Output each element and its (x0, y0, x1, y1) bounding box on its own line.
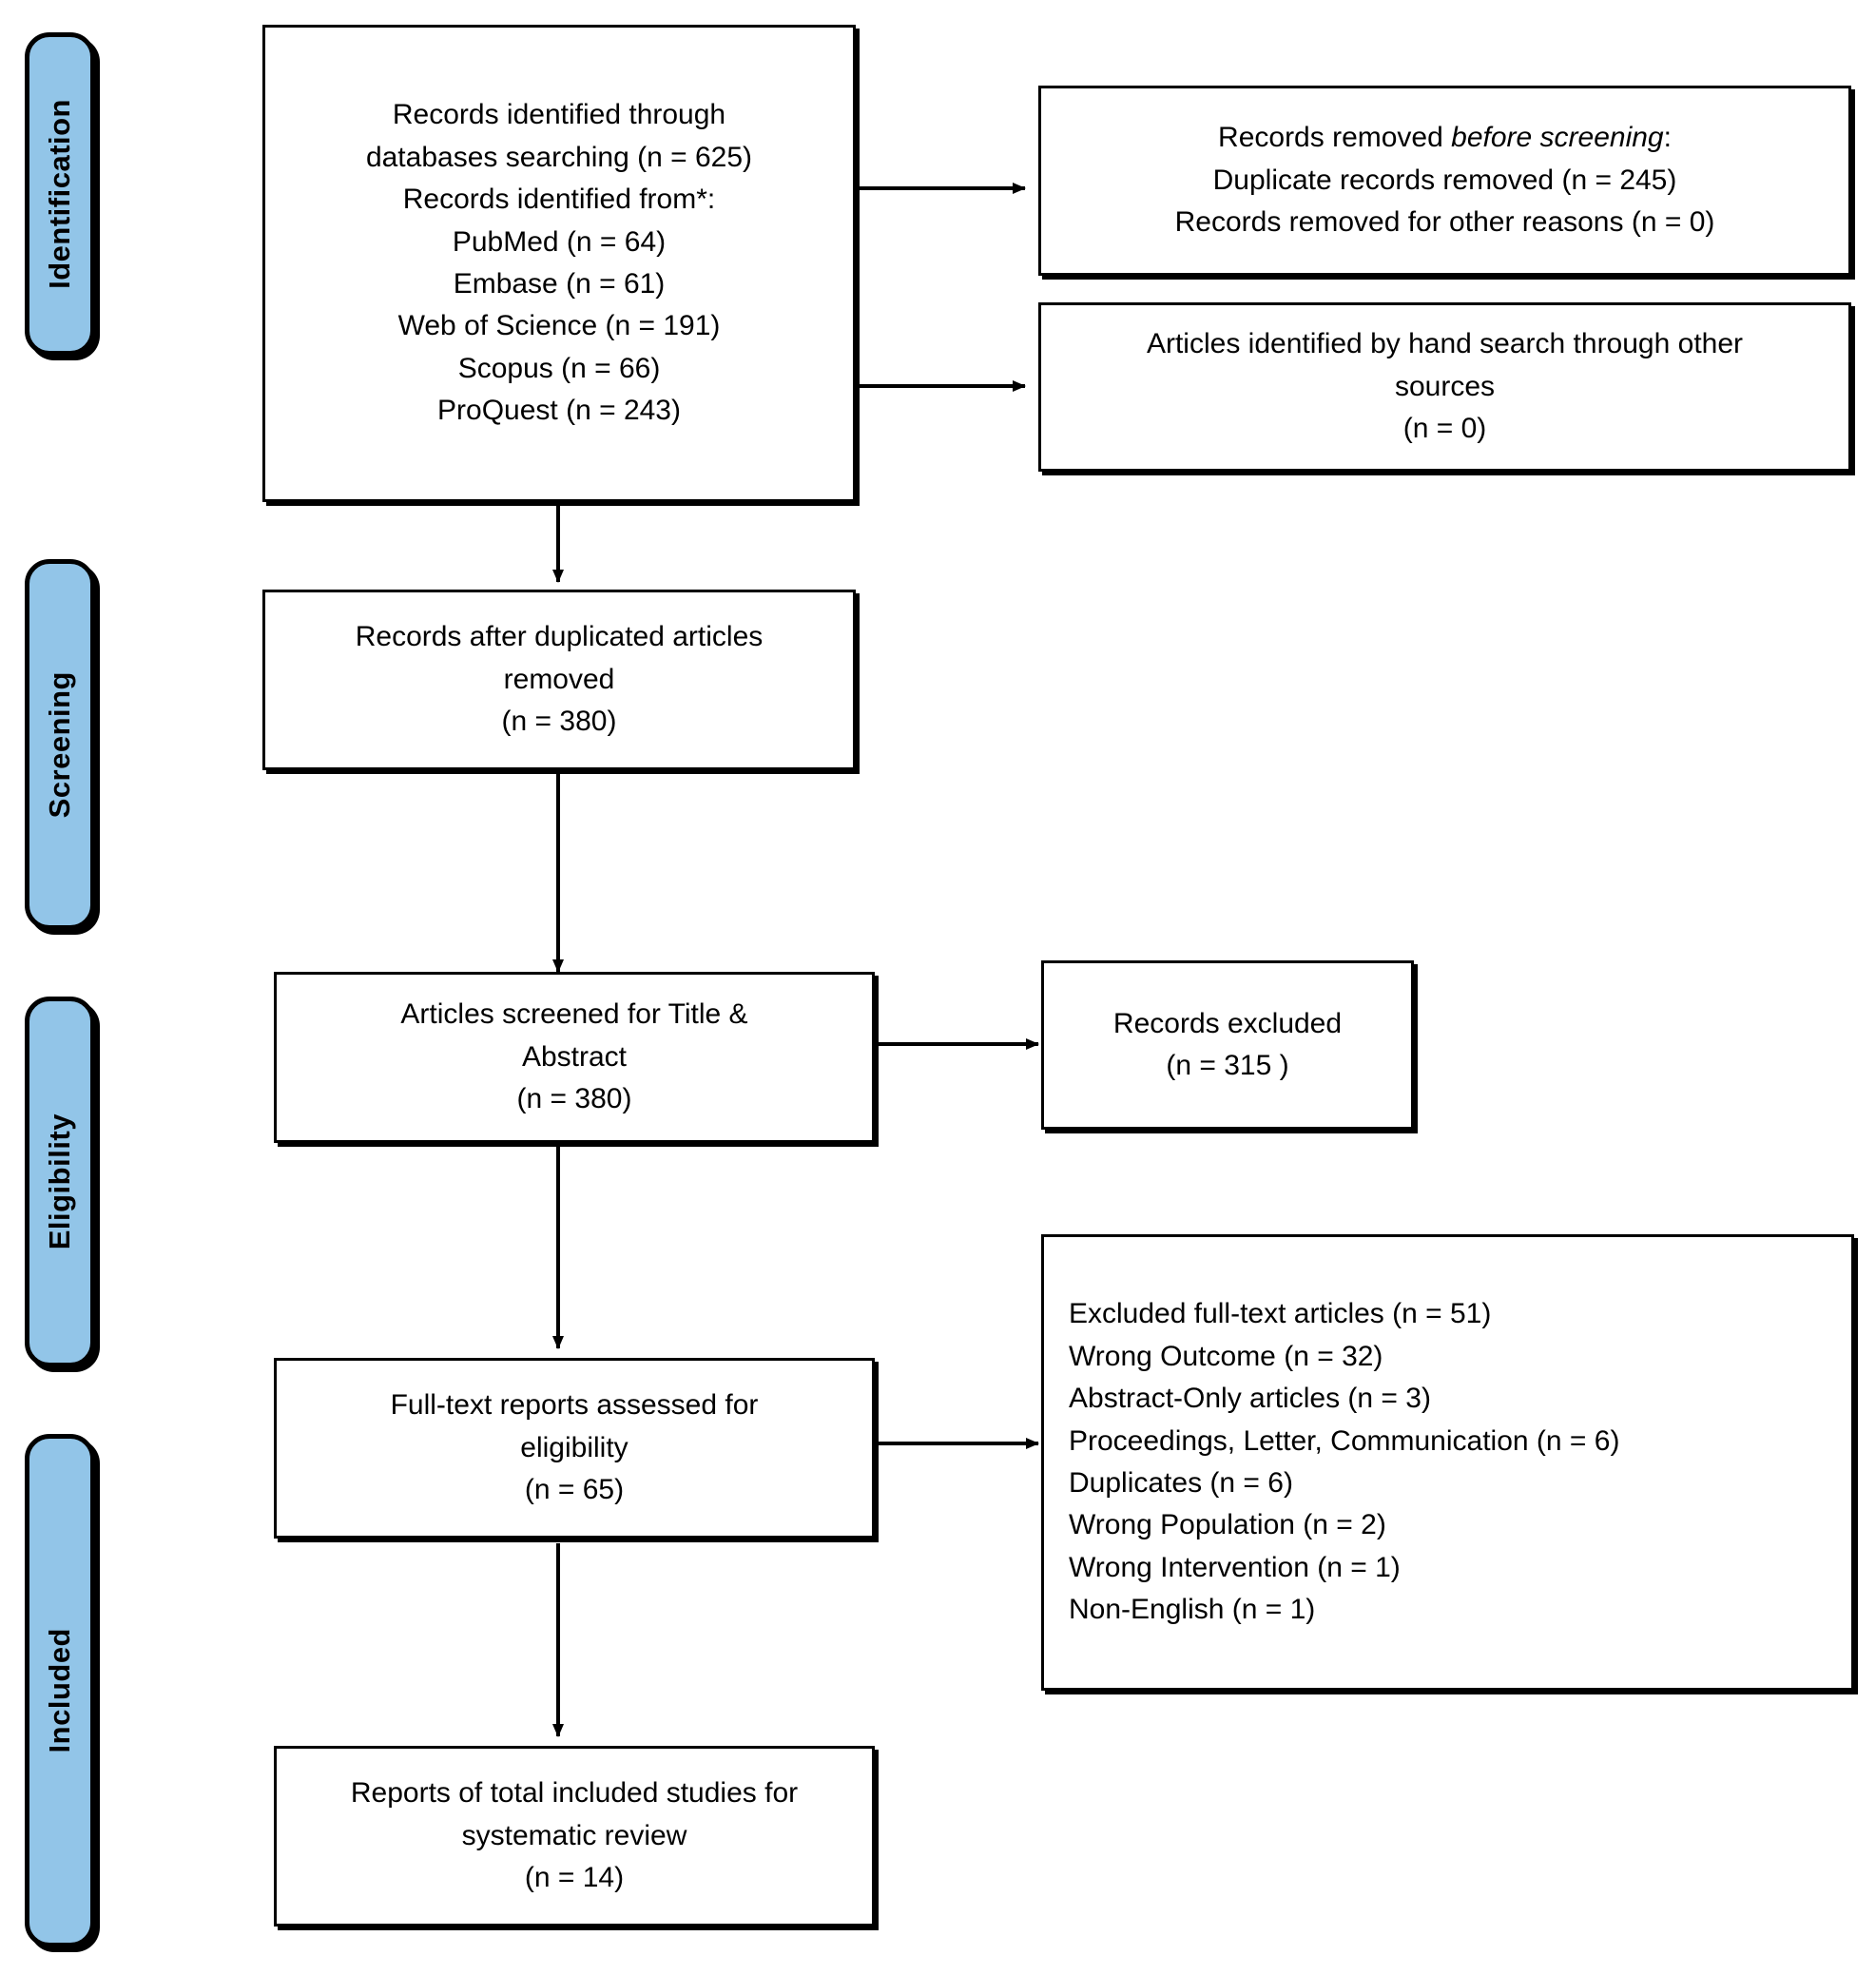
box-line: (n = 380) (501, 706, 617, 738)
excluded-reason: Duplicates (n = 6) (1069, 1467, 1293, 1499)
box-records-excluded: Records excluded (n = 315 ) (1041, 960, 1414, 1130)
box-line: (n = 380) (516, 1083, 632, 1115)
phase-identification-label: Identification (43, 99, 76, 289)
phase-screening-label: Screening (43, 670, 76, 819)
box-line: removed (503, 663, 615, 695)
box-line: Web of Science (n = 191) (397, 310, 721, 342)
box-line: (n = 65) (524, 1474, 625, 1506)
box-line: Records identified through (392, 99, 726, 131)
excluded-reason: Abstract-Only articles (n = 3) (1069, 1383, 1431, 1415)
box-line: sources (1394, 370, 1496, 402)
box-full-text-reports-assessed: Full-text reports assessed for eligibili… (274, 1358, 875, 1539)
box-line: Articles identified by hand search throu… (1146, 328, 1744, 360)
box-line: systematic review (461, 1819, 687, 1851)
box-line: Embase (n = 61) (453, 268, 666, 300)
box-articles-hand-search: Articles identified by hand search throu… (1038, 302, 1851, 472)
box-line: Duplicate records removed (n = 245) (1212, 164, 1677, 196)
box-line: eligibility (520, 1431, 629, 1463)
box-line: Records excluded (1112, 1007, 1343, 1039)
box-line: (n = 14) (524, 1862, 625, 1894)
phase-included: Included (25, 1434, 95, 1947)
box-line: Articles screened for Title & (400, 998, 748, 1031)
box-line: Scopus (n = 66) (457, 352, 661, 384)
box-line: Abstract (521, 1040, 628, 1073)
excluded-reason: Wrong Population (n = 2) (1069, 1509, 1386, 1541)
box-line: (n = 315 ) (1166, 1050, 1289, 1081)
box-line: Reports of total included studies for (350, 1777, 799, 1810)
removed-prefix: Records removed (1218, 122, 1452, 154)
box-line-heading: Records removed before screening: (1218, 117, 1672, 159)
removed-suffix: : (1663, 122, 1672, 154)
box-reports-total-included-studies: Reports of total included studies for sy… (274, 1746, 875, 1927)
box-records-removed-before-screening: Records removed before screening: Duplic… (1038, 86, 1851, 276)
box-line: (n = 0) (1402, 413, 1487, 445)
excluded-reason: Proceedings, Letter, Communication (n = … (1069, 1424, 1620, 1457)
box-line: Records identified from*: (402, 184, 716, 216)
excluded-heading: Excluded full-text articles (n = 51) (1069, 1298, 1492, 1330)
phase-included-label: Included (43, 1628, 76, 1753)
box-line: databases searching (n = 625) (365, 141, 753, 173)
box-line: Records removed for other reasons (n = 0… (1174, 206, 1715, 239)
box-records-after-duplicates-removed: Records after duplicated articles remove… (262, 590, 856, 770)
box-records-identified: Records identified through databases sea… (262, 25, 856, 502)
box-line: PubMed (n = 64) (452, 225, 667, 258)
box-line: Records after duplicated articles (355, 621, 764, 653)
removed-italic: before screening (1451, 122, 1664, 154)
box-excluded-full-text-articles: Excluded full-text articles (n = 51) Wro… (1041, 1234, 1854, 1691)
excluded-reason: Wrong Outcome (n = 32) (1069, 1340, 1383, 1372)
box-line: ProQuest (n = 243) (437, 395, 681, 427)
box-line: Full-text reports assessed for (390, 1389, 759, 1422)
phase-eligibility-label: Eligibility (43, 1113, 76, 1250)
box-articles-screened: Articles screened for Title & Abstract (… (274, 972, 875, 1143)
excluded-reason: Non-English (n = 1) (1069, 1594, 1316, 1626)
phase-eligibility: Eligibility (25, 997, 95, 1367)
phase-screening: Screening (25, 559, 95, 930)
excluded-reason: Wrong Intervention (n = 1) (1069, 1551, 1401, 1583)
phase-identification: Identification (25, 32, 95, 356)
